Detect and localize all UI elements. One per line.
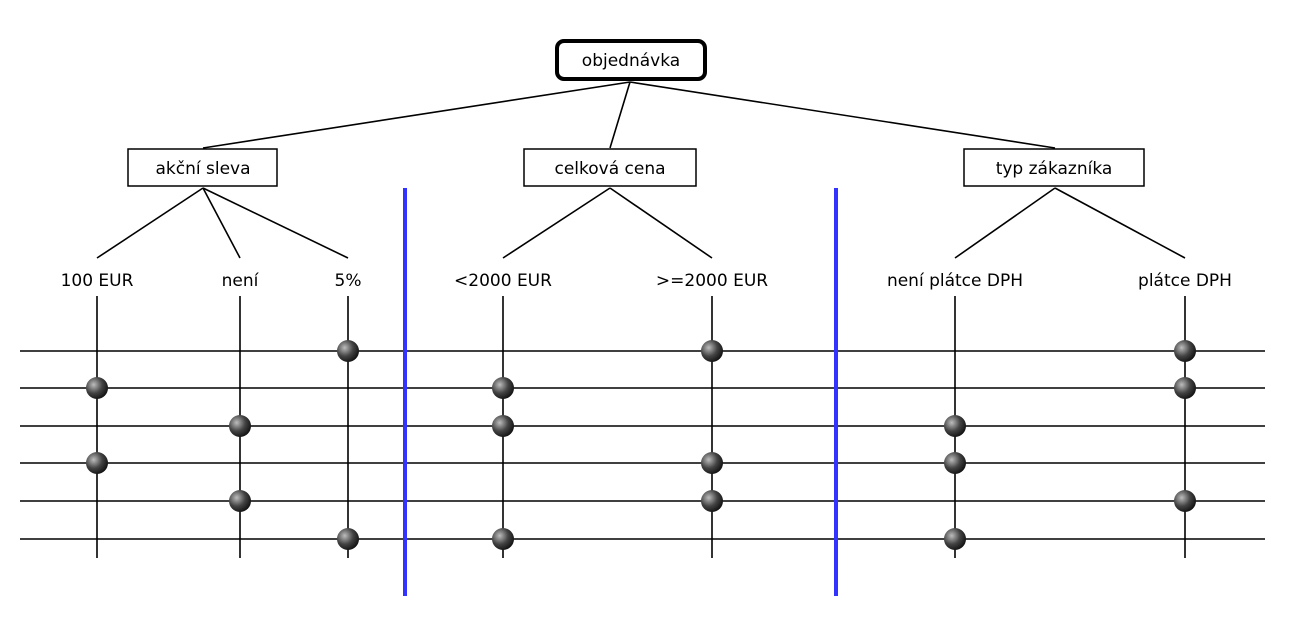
edge-group-2-option-1 <box>502 187 611 259</box>
class-label-5: >=2000 EUR <box>656 271 768 291</box>
group-node-1: akční sleva <box>127 148 278 187</box>
edge-group-2-option-2 <box>609 187 713 259</box>
selection-dot-row-4-group-2 <box>701 452 723 474</box>
edge-root-group-1 <box>202 81 631 149</box>
selection-dot-row-2-group-1 <box>86 377 108 399</box>
edge-group-1-option-3 <box>202 187 349 259</box>
class-label-6: není plátce DPH <box>887 271 1023 291</box>
selection-dot-row-3-group-2 <box>492 415 514 437</box>
group-node-1-box <box>127 148 278 187</box>
selection-dot-row-1-group-2 <box>701 340 723 362</box>
group-node-3-box <box>963 148 1145 187</box>
selection-dot-row-2-group-2 <box>492 377 514 399</box>
edge-group-3-option-2 <box>1054 187 1186 259</box>
edge-group-1-option-1 <box>96 187 204 259</box>
selection-dot-row-1-group-3 <box>1174 340 1196 362</box>
class-label-3: 5% <box>335 271 362 291</box>
test-case-rows <box>20 350 1265 540</box>
edge-root-group-2 <box>609 81 631 149</box>
class-label-1: 100 EUR <box>61 271 134 291</box>
class-labels: 100 EUR není 5% <2000 EUR >=2000 EUR nen… <box>61 271 1232 291</box>
selection-dot-row-5-group-1 <box>229 490 251 512</box>
edge-group-3-option-1 <box>954 187 1056 259</box>
group-node-2: celková cena <box>523 148 697 187</box>
group-node-2-box <box>523 148 697 187</box>
group-node-3: typ zákazníka <box>963 148 1145 187</box>
class-label-2: není <box>222 271 260 291</box>
edge-group-1-option-2 <box>202 187 241 259</box>
edge-root-group-3 <box>629 81 1056 149</box>
selection-dot-row-2-group-3 <box>1174 377 1196 399</box>
root-node: objednávka <box>555 39 707 81</box>
group-node-2-label: celková cena <box>554 159 665 179</box>
class-label-7: plátce DPH <box>1138 271 1232 291</box>
selection-dot-row-5-group-3 <box>1174 490 1196 512</box>
selection-dot-row-6-group-2 <box>492 528 514 550</box>
selection-dot-row-6-group-1 <box>337 528 359 550</box>
selection-dot-row-5-group-2 <box>701 490 723 512</box>
selection-dot-row-4-group-3 <box>944 452 966 474</box>
selection-dot-row-3-group-3 <box>944 415 966 437</box>
class-label-4: <2000 EUR <box>454 271 552 291</box>
selection-dot-row-6-group-3 <box>944 528 966 550</box>
group-node-3-label: typ zákazníka <box>996 159 1113 179</box>
selection-dot-row-4-group-1 <box>86 452 108 474</box>
root-node-label: objednávka <box>582 51 680 71</box>
tree-edges <box>96 81 1186 259</box>
selection-dot-row-1-group-1 <box>337 340 359 362</box>
group-node-1-label: akční sleva <box>155 159 250 179</box>
class-columns <box>96 296 1186 558</box>
selection-dot-row-3-group-1 <box>229 415 251 437</box>
selection-dots <box>86 340 1196 550</box>
root-node-box <box>555 39 707 81</box>
